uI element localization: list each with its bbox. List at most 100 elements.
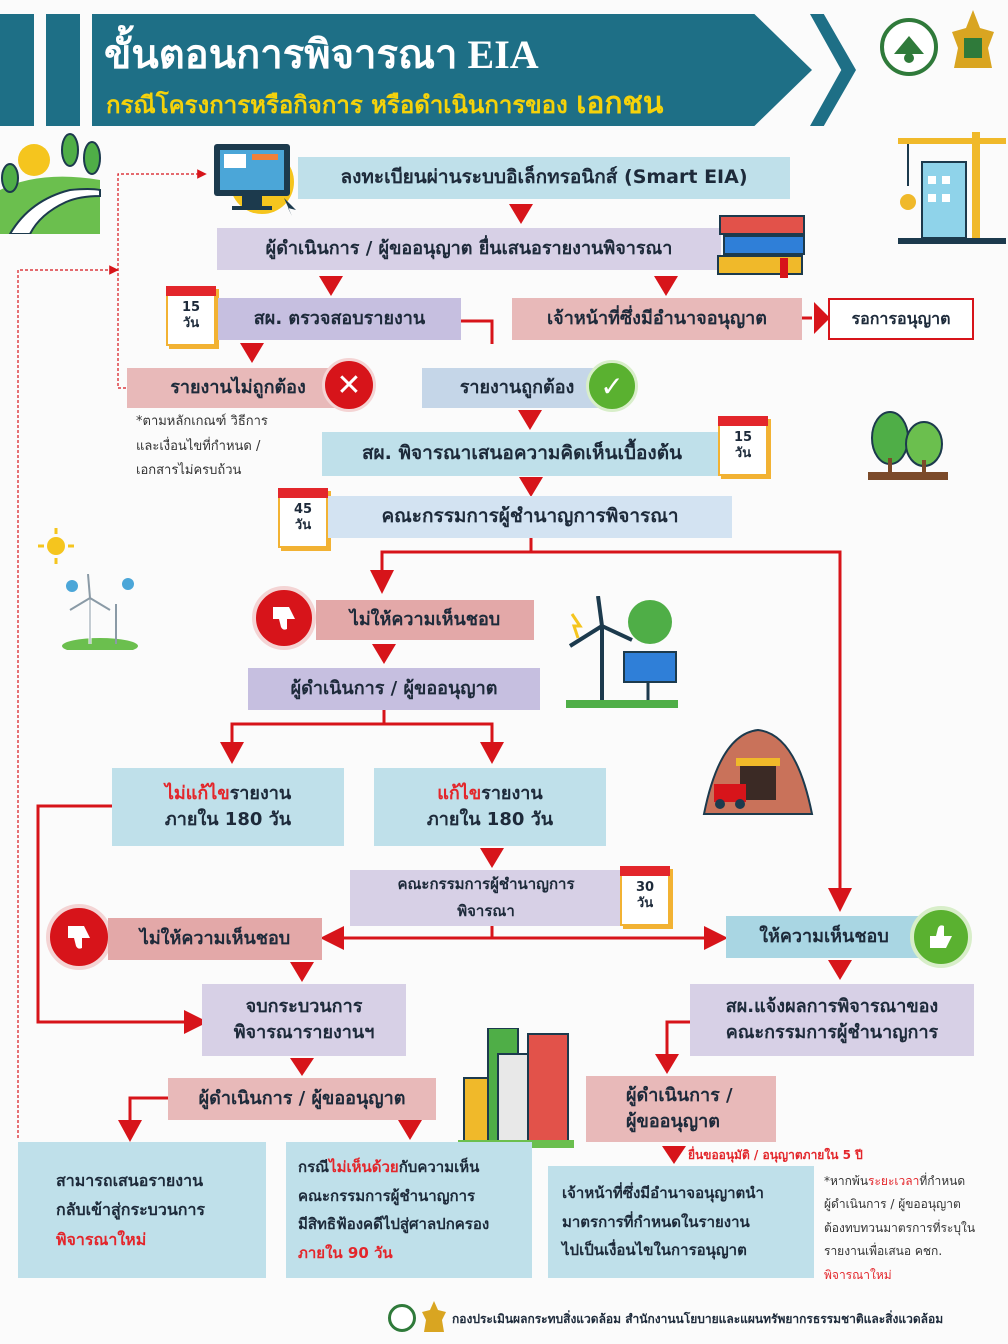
books-icon (714, 208, 810, 278)
fix-emphasis: แก้ไข (437, 782, 482, 804)
header-banner (92, 14, 812, 126)
appeal-box: กรณีไม่เห็นด้วยกับความเห็น คณะกรรมการผู้… (286, 1142, 532, 1278)
check-icon: ✓ (586, 360, 638, 412)
calendar-days: 15 (181, 300, 201, 315)
appeal-line: คณะกรรมการผู้ชำนาญการ (298, 1186, 476, 1205)
appeal-emphasis: ไม่เห็นด้วย (329, 1158, 399, 1176)
notify-line: คณะกรรมการผู้ชำนาญการ (725, 1022, 939, 1043)
calendar-days: 15 (733, 430, 753, 445)
notify-step: สผ.แจ้งผลการพิจารณาของ คณะกรรมการผู้ชำนา… (690, 984, 974, 1056)
calendar-unit: วัน (182, 315, 200, 331)
proponent2-step: ผู้ดำเนินการ / ผู้ขออนุญาต (168, 1078, 436, 1120)
end-process-line: พิจารณารายงานฯ (233, 1022, 375, 1043)
no-fix-step: ไม่แก้ไขรายงาน ภายใน 180 วัน (112, 768, 344, 846)
appeal-line: กรณีไม่เห็นด้วยกับความเห็น (298, 1153, 479, 1182)
subtitle-text: กรณีโครงการหรือกิจการ หรือดำเนินการของ (106, 91, 568, 119)
river-icon (0, 130, 104, 235)
header: ขั้นตอนการพิจารณา EIA กรณีโครงการหรือกิจ… (0, 0, 1008, 130)
crane-icon (898, 132, 1006, 244)
committee2-line: พิจารณา (457, 902, 515, 920)
header-stripe-left (0, 14, 34, 126)
resubmit-emphasis: พิจารณาใหม่ (56, 1229, 147, 1249)
sun-icon (38, 528, 74, 564)
appeal-line: มีสิทธิฟ้องคดีไปสู่ศาลปกครอง (298, 1215, 490, 1233)
emblem-icon (944, 8, 1002, 76)
period-emphasis: ระยะเวลา (868, 1174, 920, 1188)
await-permit-step: รอการอนุญาต (828, 298, 974, 340)
period-line: *หากพ้นระยะเวลาที่กำหนด (824, 1170, 975, 1193)
authority-final-line: มาตรการที่กำหนดในรายงาน (562, 1212, 750, 1231)
period-line: ผู้ดำเนินการ / ผู้ขออนุญาต (824, 1197, 961, 1212)
period-text: ที่กำหนด (919, 1174, 966, 1188)
proponent3-line: ผู้ดำเนินการ / (626, 1084, 733, 1106)
committee2-line: คณะกรรมการผู้ชำนาญการ (397, 875, 575, 893)
committee-step: คณะกรรมการผู้ชำนาญการพิจารณา (328, 496, 732, 538)
period-note: *หากพ้นระยะเวลาที่กำหนด ผู้ดำเนินการ / ผ… (824, 1170, 975, 1287)
period-line: รายงานเพื่อเสนอ คชก. (824, 1244, 943, 1259)
page-title: ขั้นตอนการพิจารณา EIA (104, 32, 539, 77)
calendar-icon: 15 วัน (166, 286, 216, 346)
period-text: *หากพ้น (824, 1174, 869, 1188)
register-step: ลงทะเบียนผ่านระบบอิเล็กทรอนิกส์ (Smart E… (298, 157, 790, 199)
mine-icon (700, 724, 816, 820)
calendar-unit: วัน (734, 445, 752, 461)
calendar-icon: 15 วัน (718, 416, 768, 476)
fix-deadline: ภายใน 180 วัน (426, 809, 554, 830)
emblem-icon (388, 1304, 416, 1332)
note-line: และเงื่อนไขที่กำหนด / (136, 438, 261, 454)
end-process-step: จบกระบวนการ พิจารณารายงานฯ (202, 984, 406, 1056)
header-stripe-right (46, 14, 80, 126)
calendar-unit: วัน (294, 517, 312, 533)
no-fix-text: รายงาน (229, 782, 292, 804)
invalid-note: *ตามหลักเกณฑ์ วิธีการ และเงื่อนไขที่กำหน… (136, 410, 268, 484)
notify-line: สผ.แจ้งผลการพิจารณาของ (725, 995, 939, 1017)
disapprove2-step: ไม่ให้ความเห็นชอบ (108, 918, 322, 960)
footer-text: กองประเมินผลกระทบสิ่งแวดล้อม สำนักงานนโย… (452, 1312, 944, 1326)
proponent-step: ผู้ดำเนินการ / ผู้ขออนุญาต (248, 668, 540, 710)
calendar-days: 45 (293, 502, 313, 517)
resubmit-box: สามารถเสนอรายงาน กลับเข้าสู่กระบวนการ พิ… (18, 1142, 266, 1278)
disapprove-step: ไม่ให้ความเห็นชอบ (316, 600, 534, 640)
authority-final-line: ไปเป็นเงื่อนไขในการอนุญาต (562, 1241, 747, 1260)
calendar-icon: 45 วัน (278, 488, 328, 548)
report-valid-step: รายงานถูกต้อง (422, 368, 612, 408)
no-fix-deadline: ภายใน 180 วัน (164, 809, 292, 830)
proponent3-line: ผู้ขออนุญาต (626, 1111, 720, 1132)
permit-window-label: ยื่นขออนุมัติ / อนุญาตภายใน 5 ปี (688, 1148, 863, 1162)
authority-step: เจ้าหน้าที่ซึ่งมีอำนาจอนุญาต (512, 298, 802, 340)
calendar-icon: 30 วัน (620, 866, 670, 926)
fix-text: รายงาน (481, 782, 543, 804)
calendar-unit: วัน (636, 895, 654, 911)
buildings-icon (458, 1027, 574, 1148)
page-subtitle: กรณีโครงการหรือกิจการ หรือดำเนินการของ เ… (106, 80, 663, 127)
proponent3-step: ผู้ดำเนินการ / ผู้ขออนุญาต (586, 1076, 776, 1142)
appeal-text: กรณี (298, 1158, 330, 1176)
wind-solar-icon (562, 595, 682, 708)
resubmit-line: กลับเข้าสู่กระบวนการ (56, 1200, 206, 1220)
thumbs-down-icon (252, 586, 316, 650)
period-line: ต้องทบทวนมาตรการที่ระบุใน (824, 1220, 976, 1235)
fix-line: แก้ไขรายงาน (437, 781, 542, 807)
approve-step: ให้ความเห็นชอบ (726, 916, 922, 958)
emblem-icon (880, 18, 938, 76)
authority-final-box: เจ้าหน้าที่ซึ่งมีอำนาจอนุญาตนำ มาตรการที… (548, 1166, 814, 1278)
period-emphasis: พิจารณาใหม่ (824, 1267, 892, 1282)
onep-opinion-step: สผ. พิจารณาเสนอความคิดเห็นเบื้องต้น (322, 432, 722, 476)
emblem-icon (420, 1300, 448, 1334)
resubmit-line: สามารถเสนอรายงาน (56, 1170, 204, 1190)
onep-check-step: สผ. ตรวจสอบรายงาน (218, 298, 461, 340)
committee2-step: คณะกรรมการผู้ชำนาญการ พิจารณา (350, 870, 622, 926)
computer-icon (212, 142, 300, 216)
trees-icon (868, 402, 948, 480)
calendar-days: 30 (635, 880, 655, 895)
authority-final-line: เจ้าหน้าที่ซึ่งมีอำนาจอนุญาตนำ (562, 1184, 764, 1203)
report-invalid-step: รายงานไม่ถูกต้อง (127, 368, 349, 408)
no-fix-line: ไม่แก้ไขรายงาน (165, 781, 291, 807)
submit-step: ผู้ดำเนินการ / ผู้ขออนุญาต ยื่นเสนอรายงา… (217, 228, 721, 270)
end-process-line: จบกระบวนการ (245, 995, 363, 1017)
appeal-text: กับความเห็น (398, 1158, 480, 1176)
thumbs-up-icon (910, 906, 972, 968)
thumbs-down-icon (46, 904, 112, 970)
note-line: เอกสารไม่ครบถ้วน (136, 463, 242, 479)
